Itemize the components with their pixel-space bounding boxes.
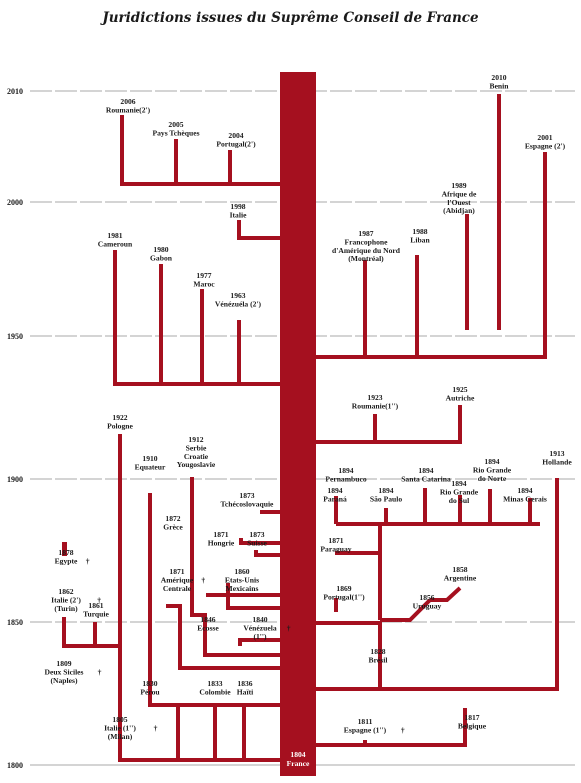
year-label: 2010 [7, 87, 23, 96]
tree-branch [316, 478, 559, 691]
year-label: 1850 [7, 618, 23, 627]
tree-branch [316, 621, 382, 660]
dagger-icon: † [201, 575, 205, 584]
tree-branch [254, 550, 280, 557]
trunk-france [280, 72, 316, 776]
tree-branch [120, 115, 280, 186]
tree-branch [148, 493, 280, 707]
root-name: France [287, 759, 310, 768]
tree-branch [62, 542, 67, 556]
tree-branch [237, 220, 280, 240]
tree-branch [226, 583, 280, 610]
tree-branch [166, 604, 280, 670]
dagger-icon: † [287, 623, 291, 632]
tree-branch [93, 622, 120, 648]
tree-branch [316, 152, 547, 359]
dagger-icon: † [97, 595, 101, 604]
dagger-icon: † [154, 723, 158, 732]
tree-branch [113, 250, 280, 386]
tree-branch [239, 538, 280, 545]
year-label: 1900 [7, 475, 23, 484]
year-label: 2000 [7, 198, 23, 207]
tree-branch [62, 617, 100, 648]
root-year: 1804 [290, 750, 305, 759]
dagger-icon: † [86, 556, 90, 565]
tree-branch [316, 405, 462, 444]
tree-branch [316, 708, 467, 747]
year-label: 1800 [7, 761, 23, 770]
dagger-icon: † [401, 725, 405, 734]
year-label: 1950 [7, 332, 23, 341]
diagram-title: Juridictions issues du Suprême Conseil d… [102, 10, 479, 26]
tree-branch [190, 477, 280, 657]
dagger-icon: † [98, 667, 102, 676]
tree-branch [238, 638, 280, 646]
tree-branch [380, 598, 432, 622]
tree-branch [430, 586, 462, 602]
